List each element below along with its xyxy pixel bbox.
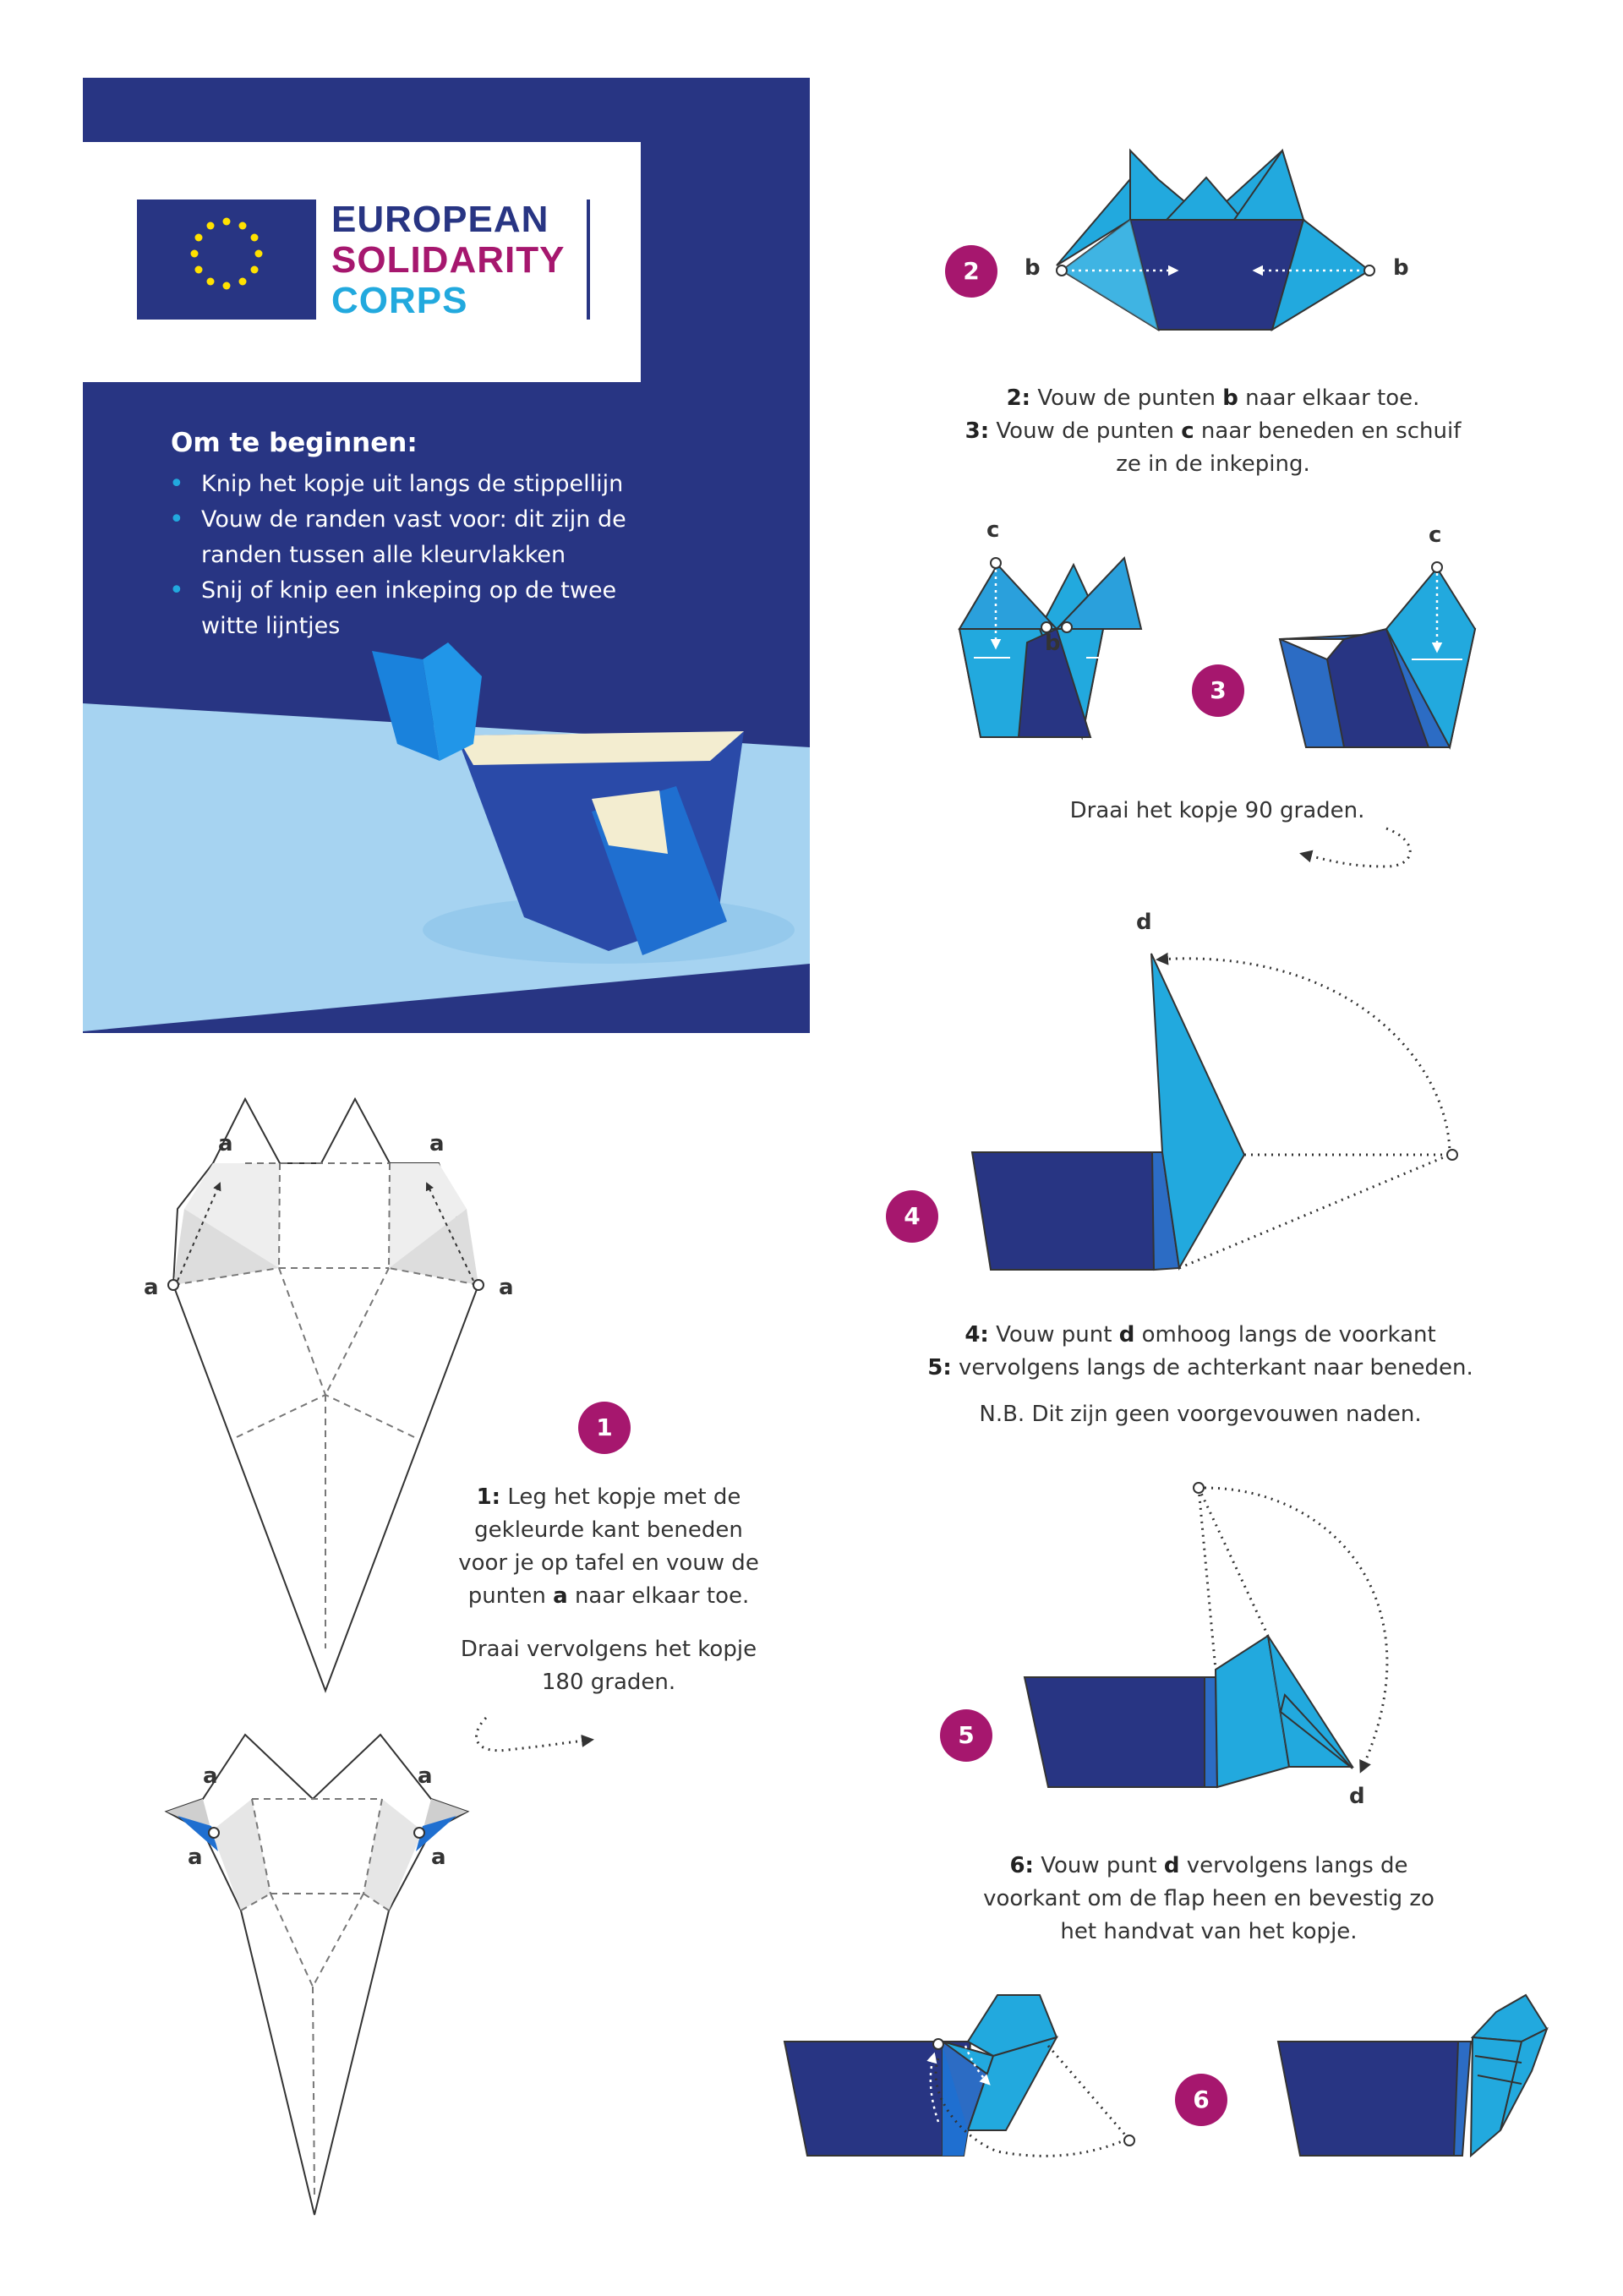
step2-bold: b <box>1222 385 1238 411</box>
label-d: d <box>1136 910 1152 935</box>
label-a: a <box>499 1275 514 1300</box>
logo-divider <box>587 200 590 320</box>
label-a: a <box>144 1275 159 1300</box>
step1-text-b: naar elkaar toe. <box>574 1583 750 1609</box>
step5-diagram <box>1023 1482 1389 1789</box>
label-c: c <box>1429 522 1442 548</box>
step3-diagram-a <box>958 555 1143 741</box>
step3-rotate-text: Draai het kopje 90 graden. <box>1069 798 1365 823</box>
logo-line-solidarity: SOLIDARITY <box>331 239 566 281</box>
intro-list: Knip het kopje uit langs de stippellijn … <box>169 467 659 644</box>
step4-bold: d <box>1118 1322 1135 1348</box>
step3-num: 3: <box>965 418 990 444</box>
step3-text-a: Vouw de punten <box>996 418 1174 444</box>
logo-line-european: EUROPEAN <box>331 199 549 240</box>
rotate-90-arrow-icon <box>1299 827 1412 868</box>
step4-num: 4: <box>965 1322 989 1348</box>
intro-item: Vouw de randen vast voor: dit zijn de ra… <box>169 502 659 573</box>
rotate-180-arrow-icon <box>475 1716 594 1752</box>
label-b: b <box>1045 631 1061 656</box>
paper-cup-photo <box>372 642 795 964</box>
step6-diagram-a <box>783 1994 1135 2157</box>
step-badge-4: 4 <box>886 1190 938 1243</box>
step1-bold: a <box>553 1583 568 1609</box>
step-2-3-text: 2: Vouw de punten b naar elkaar toe. 3: … <box>964 382 1462 481</box>
step3-diagram-b <box>1278 561 1477 750</box>
step1-text-a: Leg het kopje met de gekleurde kant bene… <box>458 1484 759 1609</box>
step6-bold: d <box>1163 1853 1180 1878</box>
step3-bold: c <box>1181 418 1194 444</box>
intro-item: Snij of knip een inkeping op de twee wit… <box>169 573 659 644</box>
step1-diagram-b <box>164 1733 470 2216</box>
label-a: a <box>429 1131 445 1156</box>
step6-text-b: vervolgens langs de voorkant om de flap … <box>983 1853 1434 1944</box>
eu-stars-icon <box>190 217 263 290</box>
label-a: a <box>418 1763 433 1789</box>
step5-num: 5: <box>927 1355 952 1380</box>
intro-item: Knip het kopje uit langs de stippellijn <box>169 467 659 502</box>
step-badge-5: 5 <box>940 1709 992 1762</box>
intro-title: Om te beginnen: <box>171 428 418 458</box>
step4-diagram <box>970 952 1458 1271</box>
step1-rotate-text: Draai vervolgens het kopje 180 graden. <box>460 1637 757 1695</box>
label-a: a <box>188 1845 203 1870</box>
step-4-5-text: 4: Vouw punt d omhoog langs de voorkant … <box>871 1319 1530 1431</box>
label-a: a <box>218 1131 233 1156</box>
step2-text-b: naar elkaar toe. <box>1245 385 1420 411</box>
step6-text: 6: Vouw punt d vervolgens langs de voork… <box>981 1850 1437 1949</box>
step4-text-b: omhoog langs de voorkant <box>1141 1322 1436 1348</box>
label-d: d <box>1349 1784 1365 1809</box>
step1-diagram-a <box>167 1096 484 1693</box>
step2-diagram <box>1056 148 1375 332</box>
step-badge-2: 2 <box>945 245 997 298</box>
step5-text: vervolgens langs de achterkant naar bene… <box>959 1355 1473 1380</box>
step6-num: 6: <box>1009 1853 1034 1878</box>
step3-text-b: naar beneden en schuif ze in de inkeping… <box>1116 418 1462 477</box>
step1-text: 1: Leg het kopje met de gekleurde kant b… <box>448 1481 769 1699</box>
step-badge-1: 1 <box>578 1402 631 1454</box>
eu-flag <box>137 200 316 320</box>
label-b: b <box>1393 255 1409 281</box>
step4-text-a: Vouw punt <box>996 1322 1112 1348</box>
intro-panel <box>83 78 810 1033</box>
label-c: c <box>986 517 1000 543</box>
label-a: a <box>431 1845 446 1870</box>
step6-diagram-b <box>1276 1993 1549 2158</box>
label-a: a <box>203 1763 218 1789</box>
step5-note: N.B. Dit zijn geen voorgevouwen naden. <box>979 1402 1422 1427</box>
logo-line-corps: CORPS <box>331 280 468 321</box>
step2-num: 2: <box>1006 385 1031 411</box>
step-badge-6: 6 <box>1175 2074 1227 2126</box>
step6-text-a: Vouw punt <box>1041 1853 1157 1878</box>
step2-text-a: Vouw de punten <box>1037 385 1216 411</box>
step1-num: 1: <box>476 1484 501 1510</box>
label-b: b <box>1025 255 1041 281</box>
step-badge-3: 3 <box>1192 664 1244 717</box>
